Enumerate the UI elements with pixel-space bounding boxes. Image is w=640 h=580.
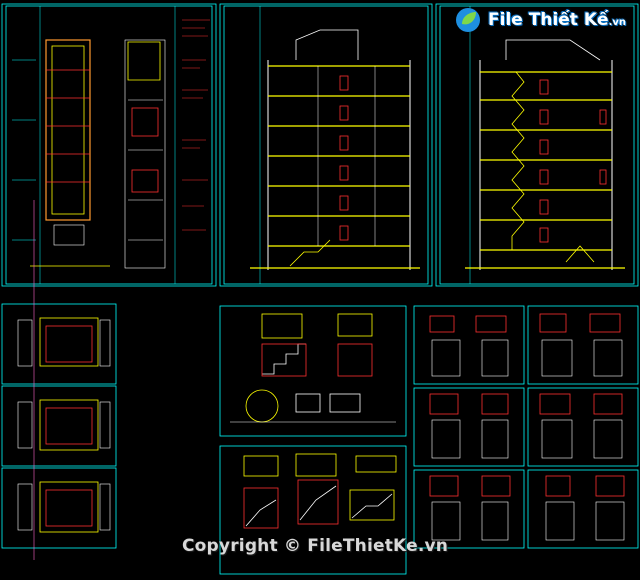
copyright-watermark: Copyright © FileThietKe.vn bbox=[182, 536, 449, 556]
section-sheet-b bbox=[435, 3, 639, 287]
leaf-logo-icon bbox=[456, 8, 481, 32]
section-sheet-a bbox=[219, 3, 433, 287]
elevation-sheet bbox=[1, 3, 217, 287]
detail-sheet-left bbox=[1, 303, 117, 549]
watermark-logo: File Thiết Kế.vn bbox=[454, 6, 626, 34]
toilet-detail-sheets bbox=[413, 305, 639, 549]
stair-detail-sheet-top bbox=[219, 305, 407, 437]
watermark-brand-text: File Thiết Kế.vn bbox=[488, 10, 626, 30]
stair-detail-sheet-bottom bbox=[219, 445, 407, 575]
